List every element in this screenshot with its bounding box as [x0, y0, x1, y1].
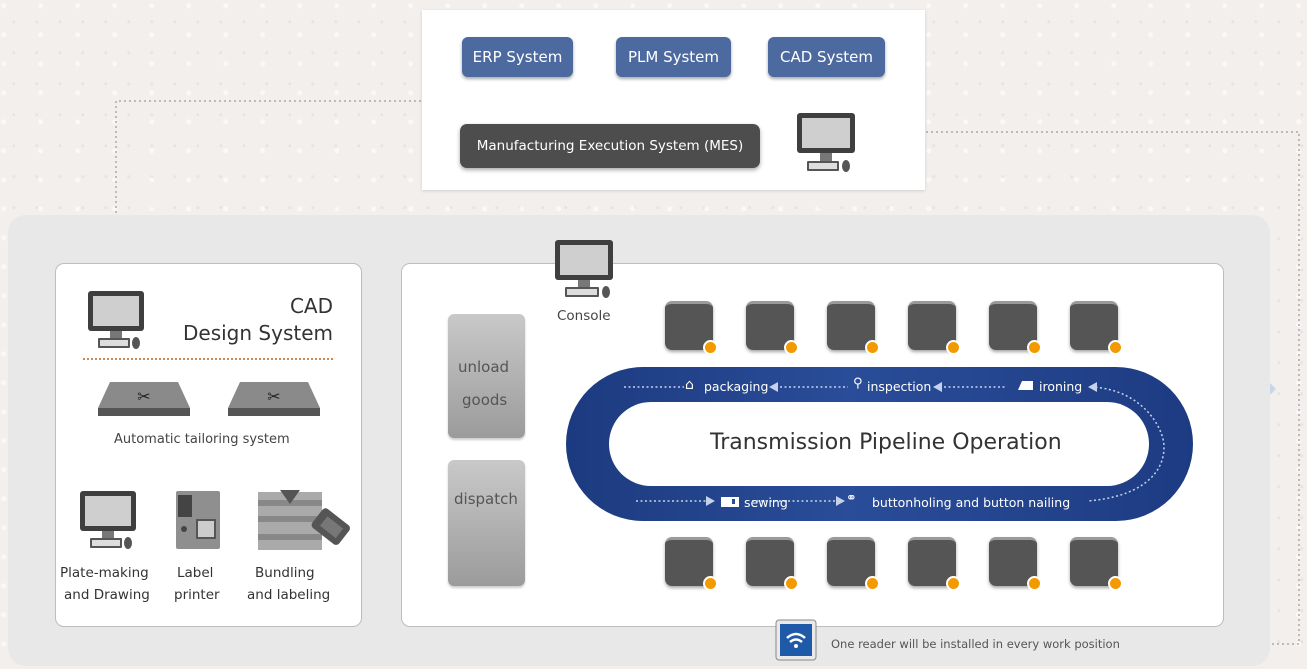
- reader-dot: [784, 340, 799, 355]
- label-printer-label: Label: [177, 565, 214, 581]
- work-station[interactable]: [746, 301, 799, 355]
- svg-text:✂: ✂: [137, 387, 150, 406]
- cad-system-button[interactable]: CAD System: [768, 37, 885, 77]
- rfid-reader-icon[interactable]: [774, 618, 820, 664]
- label-printer-label: printer: [174, 587, 220, 603]
- reader-dot: [1108, 340, 1123, 355]
- work-station[interactable]: [827, 301, 880, 355]
- reader-dot: [1027, 576, 1042, 591]
- hanger-icon: ⌂: [685, 377, 694, 393]
- pipeline-center: [609, 402, 1149, 486]
- reader-dot: [1027, 340, 1042, 355]
- console-computer-icon[interactable]: [553, 238, 617, 302]
- erp-system-button[interactable]: ERP System: [462, 37, 573, 77]
- cutting-table-icon: ✂: [228, 382, 320, 416]
- sewing-label: sewing: [744, 495, 788, 510]
- enterprise-systems-panel: ERP System PLM System CAD System Manufac…: [422, 10, 925, 190]
- plate-making-label: Plate-making: [60, 565, 149, 581]
- work-station[interactable]: [665, 301, 718, 355]
- dispatch-block[interactable]: dispatch: [448, 460, 525, 586]
- buttonholing-label: buttonholing and button nailing: [872, 495, 1071, 510]
- dispatch-label: dispatch: [454, 490, 518, 508]
- iron-icon: [1018, 381, 1033, 390]
- reader-dot: [865, 340, 880, 355]
- bundle-tag-icon: [258, 490, 350, 550]
- button-needle-icon: ⚭: [846, 491, 857, 506]
- pipeline-title: Transmission Pipeline Operation: [710, 430, 1062, 455]
- label-printer-icon: [176, 491, 220, 549]
- work-station[interactable]: [989, 301, 1042, 355]
- unload-goods-block[interactable]: unload goods: [448, 314, 525, 438]
- ironing-label: ironing: [1039, 379, 1083, 394]
- work-station[interactable]: [1070, 537, 1123, 591]
- reader-dot: [1108, 576, 1123, 591]
- sewing-machine-icon: [721, 497, 739, 507]
- computer-icon: [797, 113, 855, 172]
- plm-system-button[interactable]: PLM System: [616, 37, 731, 77]
- console-label: Console: [557, 308, 611, 324]
- work-station[interactable]: [665, 537, 718, 591]
- reader-note: One reader will be installed in every wo…: [831, 637, 1120, 651]
- bundling-label: Bundling: [255, 565, 315, 581]
- work-station[interactable]: [908, 301, 961, 355]
- reader-dot: [703, 340, 718, 355]
- reader-dot: [865, 576, 880, 591]
- mes-button[interactable]: Manufacturing Execution System (MES): [460, 124, 760, 168]
- work-station[interactable]: [908, 537, 961, 591]
- magnifier-icon: ⚲: [853, 376, 863, 391]
- inspection-label: inspection: [867, 379, 932, 394]
- packaging-label: packaging: [704, 379, 769, 394]
- work-station[interactable]: [1070, 301, 1123, 355]
- plate-making-label: and Drawing: [64, 587, 150, 603]
- bundling-label: and labeling: [247, 587, 331, 603]
- cutting-table-icon: ✂: [98, 382, 190, 416]
- unload-label: unload: [458, 358, 510, 376]
- reader-dot: [703, 576, 718, 591]
- cad-title-line1: CAD: [289, 294, 333, 318]
- work-station[interactable]: [827, 537, 880, 591]
- svg-text:✂: ✂: [267, 387, 280, 406]
- section-divider: [83, 358, 333, 360]
- flow-arrows: [624, 382, 1165, 506]
- work-station[interactable]: [989, 537, 1042, 591]
- computer-icon: [88, 291, 144, 349]
- cad-design-card: CAD Design System ✂ ✂ Automatic tailorin…: [55, 263, 362, 627]
- tailoring-label: Automatic tailoring system: [114, 432, 290, 447]
- reader-dot: [784, 576, 799, 591]
- reader-dot: [946, 576, 961, 591]
- computer-icon: [80, 491, 136, 549]
- cad-title-line2: Design System: [183, 321, 333, 345]
- unload-label: goods: [462, 391, 508, 409]
- reader-dot: [946, 340, 961, 355]
- work-station[interactable]: [746, 537, 799, 591]
